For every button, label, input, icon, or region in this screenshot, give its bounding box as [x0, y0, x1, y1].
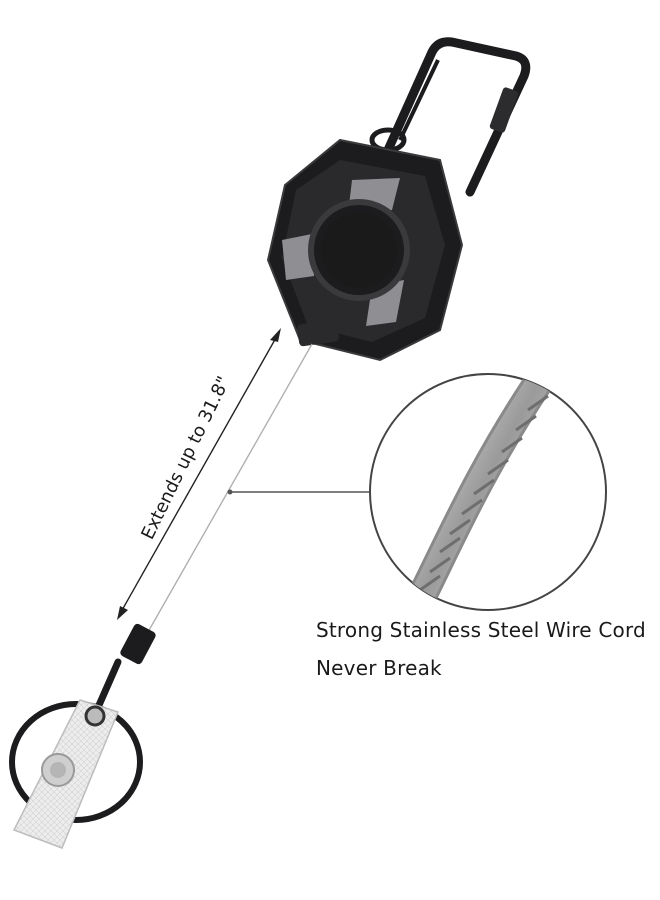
key-ring [9, 701, 143, 823]
feature-caption-line-2: Never Break [316, 656, 442, 680]
wire-cord [147, 343, 313, 633]
callout-pointer [227, 489, 370, 495]
extension-arrow [117, 328, 281, 620]
feature-caption-line-1: Strong Stainless Steel Wire Cord [316, 618, 646, 642]
lanyard-end [9, 623, 156, 849]
wire-magnifier [369, 373, 607, 611]
reel-body [266, 138, 464, 362]
grip-insert [282, 234, 314, 280]
